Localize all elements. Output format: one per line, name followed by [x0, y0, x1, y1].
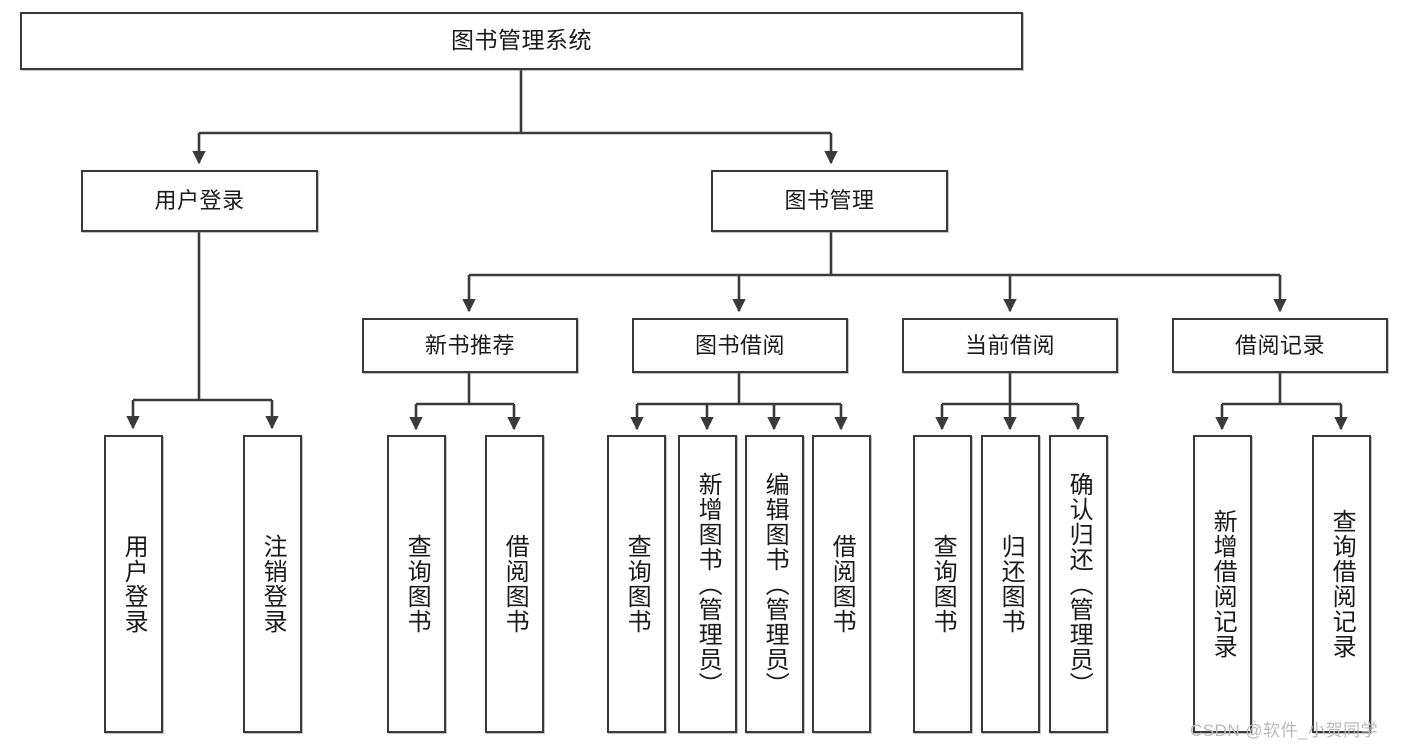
node-label: 图书管理系统	[451, 27, 592, 54]
node-book-borrow[interactable]: 图书借阅	[632, 318, 848, 373]
leaf-current-query-book[interactable]: 查询图书	[913, 435, 972, 733]
node-current-borrow[interactable]: 当前借阅	[902, 318, 1118, 373]
node-book-management[interactable]: 图书管理	[711, 170, 948, 232]
watermark-text: CSDN @软件_小贺同学	[1190, 721, 1379, 740]
leaf-record-query[interactable]: 查询借阅记录	[1312, 435, 1371, 733]
node-label: 用户登录	[120, 534, 148, 634]
node-label: 归还图书	[997, 534, 1025, 634]
node-label: 编辑图书（管理员）	[761, 471, 789, 697]
leaf-user-login[interactable]: 用户登录	[104, 435, 163, 733]
node-label: 借阅图书	[828, 534, 856, 634]
leaf-borrow-borrow-book[interactable]: 借阅图书	[812, 435, 871, 733]
node-label: 查询借阅记录	[1328, 509, 1356, 659]
leaf-new-book-query[interactable]: 查询图书	[387, 435, 446, 733]
node-label: 新增借阅记录	[1209, 509, 1237, 659]
node-root-system[interactable]: 图书管理系统	[20, 12, 1023, 70]
node-borrow-records[interactable]: 借阅记录	[1172, 318, 1388, 373]
leaf-borrow-add-book[interactable]: 新增图书（管理员）	[678, 435, 737, 733]
node-label: 注销登录	[259, 534, 287, 634]
node-label: 查询图书	[623, 534, 651, 634]
node-label: 当前借阅	[964, 332, 1055, 358]
node-label: 借阅图书	[501, 534, 529, 634]
node-label: 查询图书	[403, 534, 431, 634]
node-label: 用户登录	[154, 188, 245, 214]
node-user-login[interactable]: 用户登录	[81, 170, 318, 232]
node-new-book-recommend[interactable]: 新书推荐	[362, 318, 578, 373]
node-label: 借阅记录	[1234, 332, 1325, 358]
leaf-record-add[interactable]: 新增借阅记录	[1193, 435, 1252, 733]
leaf-new-book-borrow[interactable]: 借阅图书	[485, 435, 544, 733]
node-label: 新书推荐	[424, 332, 515, 358]
leaf-current-confirm-return[interactable]: 确认归还（管理员）	[1049, 435, 1108, 733]
node-label: 图书管理	[784, 188, 875, 214]
node-label: 新增图书（管理员）	[694, 471, 722, 697]
leaf-user-logout[interactable]: 注销登录	[243, 435, 302, 733]
node-label: 查询图书	[929, 534, 957, 634]
node-label: 确认归还（管理员）	[1065, 471, 1093, 697]
leaf-current-return-book[interactable]: 归还图书	[981, 435, 1040, 733]
node-label: 图书借阅	[694, 332, 785, 358]
leaf-borrow-query-book[interactable]: 查询图书	[607, 435, 666, 733]
leaf-borrow-edit-book[interactable]: 编辑图书（管理员）	[745, 435, 804, 733]
